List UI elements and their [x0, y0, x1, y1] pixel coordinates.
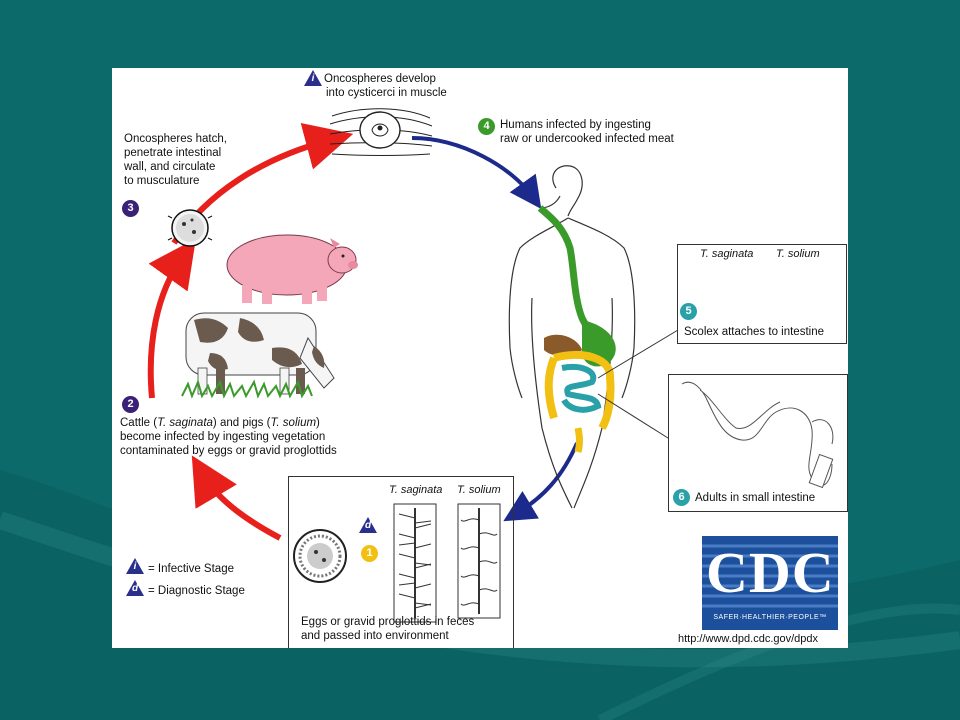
step4-label-line2: raw or undercooked infected meat — [500, 133, 674, 145]
cdc-logo-tagline: SAFER·HEALTHIER·PEOPLE™ — [713, 614, 827, 621]
adults-box: 6 Adults in small intestine — [668, 374, 848, 512]
step4-number: 4 — [478, 118, 495, 135]
step3-number: 3 — [122, 200, 139, 217]
arrow-top-to-4 — [411, 136, 542, 210]
scolex-box: T. saginata T. solium 5 Scolex attaches … — [677, 244, 847, 344]
step3-label-line4: to musculature — [124, 175, 200, 187]
step5-number: 5 — [680, 303, 697, 320]
cdc-logo-stripes — [702, 536, 838, 630]
proglottid-species-saginata: T. saginata — [389, 484, 443, 496]
step3-label-line1: Oncospheres hatch, — [124, 133, 227, 145]
step1-number: 1 — [361, 545, 378, 562]
callout-line-scolex — [597, 329, 679, 379]
legend-diagnostic-marker: d — [126, 580, 144, 596]
step2-number: 2 — [122, 396, 139, 413]
egg-illustration — [293, 529, 347, 583]
cdc-logo: CDC SAFER·HEALTHIER·PEOPLE™ — [702, 536, 838, 630]
step1-label-line1: Eggs or gravid proglottids in feces — [301, 616, 475, 628]
cdc-url: http://www.dpd.cdc.gov/dpdx — [678, 633, 819, 645]
cdc-logo-text: CDC — [706, 540, 835, 605]
proglottid-illustrations — [393, 503, 501, 623]
cow-illustration — [181, 312, 335, 399]
legend-diagnostic-label: = Diagnostic Stage — [148, 585, 245, 597]
step4-label-line1: Humans infected by ingesting — [500, 119, 651, 131]
adult-tapeworm-illustration — [681, 381, 834, 489]
infective-stage-marker-top: i — [304, 70, 322, 86]
proglottid-species-solium: T. solium — [457, 484, 501, 496]
step2-label-line1: Cattle (T. saginata) and pigs (T. solium… — [120, 417, 320, 429]
cysticerci-label-line2: into cysticerci in muscle — [326, 87, 447, 99]
scolex-species-solium: T. solium — [776, 248, 820, 260]
legend-infective-label: = Infective Stage — [148, 563, 234, 575]
legend-infective-marker: i — [126, 558, 144, 574]
pig-illustration — [226, 234, 358, 304]
scolex-species-saginata: T. saginata — [700, 248, 754, 260]
arrow-1-to-2 — [191, 455, 282, 541]
diagnostic-stage-marker-bottom: d — [359, 517, 377, 533]
muscle-cysticercus-illustration — [329, 108, 433, 156]
eggs-proglottids-box: T. saginata T. solium d 1 Eggs or gravid… — [288, 476, 514, 648]
step6-number: 6 — [673, 489, 690, 506]
callout-line-adults — [597, 393, 669, 439]
step2-label-line3: contaminated by eggs or gravid proglotti… — [120, 445, 337, 457]
arrow-2-to-3 — [147, 238, 196, 399]
step3-label-line2: penetrate intestinal — [124, 147, 222, 159]
lifecycle-artwork — [147, 108, 834, 623]
cysticerci-label-line1: Oncospheres develop — [324, 73, 436, 85]
oncosphere-illustration — [167, 209, 213, 247]
step6-label: Adults in small intestine — [695, 492, 816, 504]
digestive-tract-illustration — [537, 205, 616, 453]
lifecycle-diagram: i Oncospheres develop into cysticerci in… — [112, 68, 848, 648]
step2-label-line2: become infected by ingesting vegetation — [120, 431, 326, 443]
step5-label: Scolex attaches to intestine — [684, 326, 824, 338]
step3-label-line3: wall, and circulate — [124, 161, 216, 173]
step1-label-line2: and passed into environment — [301, 630, 449, 642]
arrow-5-to-1 — [503, 442, 579, 522]
